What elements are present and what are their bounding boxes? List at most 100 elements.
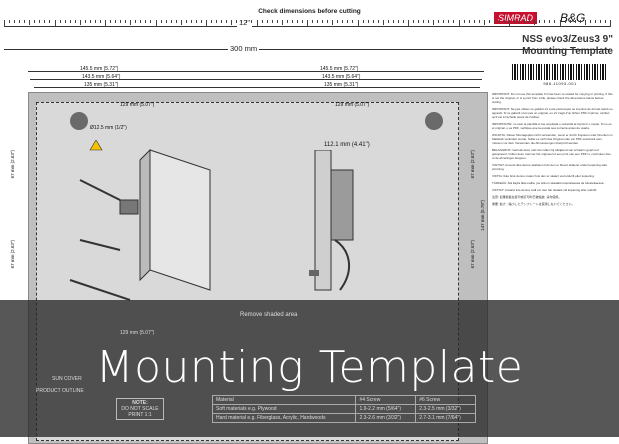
ruler-tick bbox=[115, 20, 117, 23]
ruler-tick bbox=[195, 20, 197, 23]
ruler-tick bbox=[397, 20, 399, 23]
ruler-tick bbox=[69, 20, 71, 23]
ruler-tick bbox=[74, 20, 76, 23]
ruler-tick bbox=[529, 20, 531, 23]
ruler-tick bbox=[539, 20, 541, 23]
ruler-tick bbox=[443, 20, 445, 23]
ruler-tick bbox=[478, 20, 480, 23]
note-1: IMPORTANT: Ne pas utiliser ce gabarit s'… bbox=[492, 107, 613, 119]
table-cell: 2.3-2.6 mm (3/32") bbox=[355, 413, 417, 423]
mm-ruler-label: 300 mm bbox=[228, 44, 260, 53]
ruler-tick bbox=[9, 20, 11, 23]
ruler-tick bbox=[59, 20, 61, 23]
table-row: Soft materials e.g. Plywood 1.9-2.2 mm (… bbox=[211, 404, 476, 414]
ruler-tick bbox=[165, 20, 167, 23]
check-dimensions-title: Check dimensions before cutting bbox=[258, 8, 361, 15]
ruler-tick bbox=[392, 20, 394, 23]
table-cell: 2.7-3.1 mm (7/64") bbox=[415, 413, 476, 423]
hole-diameter: Ø12.5 mm (1/2") bbox=[90, 125, 127, 131]
ruler-tick bbox=[105, 20, 106, 27]
ruler-tick bbox=[574, 20, 576, 23]
product-title-line1: NSS evo3/Zeus3 9" bbox=[522, 34, 613, 45]
ruler-tick bbox=[150, 20, 152, 23]
ruler-tick bbox=[579, 20, 581, 23]
ruler-tick bbox=[372, 20, 374, 23]
ruler-tick bbox=[584, 20, 586, 25]
width-dim-2: 143.5 mm (5.64") bbox=[82, 74, 121, 80]
ruler-tick bbox=[610, 20, 611, 27]
ruler-tick bbox=[89, 20, 91, 23]
table-header-6-screw: #6 Screw bbox=[415, 395, 476, 405]
note-box: NOTE: DO NOT SCALE PRINT 1:1 bbox=[116, 398, 164, 420]
ruler-tick bbox=[509, 20, 510, 27]
ruler-tick bbox=[604, 20, 606, 23]
ruler-tick bbox=[534, 20, 536, 25]
ruler-tick bbox=[24, 20, 26, 23]
ruler-tick bbox=[337, 20, 339, 23]
ruler-tick bbox=[216, 20, 218, 23]
ruler-tick bbox=[387, 20, 389, 23]
product-outline-label: PRODUCT OUTLINE bbox=[36, 388, 84, 394]
ruler-tick bbox=[135, 20, 137, 23]
ruler-tick bbox=[4, 20, 5, 27]
width-dim-3: 135 mm (5.31") bbox=[84, 82, 119, 88]
ruler-tick bbox=[519, 20, 521, 23]
note-box-line2: PRINT 1:1 bbox=[128, 412, 152, 418]
ruler-tick bbox=[231, 20, 233, 25]
ruler-tick bbox=[377, 20, 379, 23]
ruler-tick bbox=[589, 20, 591, 23]
ruler-tick bbox=[99, 20, 101, 23]
ruler-tick bbox=[599, 20, 601, 23]
ruler-tick bbox=[140, 20, 142, 23]
ruler-tick bbox=[34, 20, 36, 23]
inner-dim-right: 129 mm (5.07") bbox=[335, 102, 370, 108]
table-cell: 2.3-2.5 mm (3/32") bbox=[415, 404, 476, 414]
ruler-tick bbox=[286, 20, 288, 23]
ruler-tick bbox=[594, 20, 596, 23]
ruler-tick bbox=[19, 20, 21, 23]
ruler-tick bbox=[423, 20, 425, 23]
note-4: BELANGRIJK: Gebruik deze mal niet indien… bbox=[492, 148, 611, 160]
ruler-tick bbox=[94, 20, 96, 23]
ruler-tick bbox=[342, 20, 344, 23]
table-cell: Soft materials e.g. Plywood bbox=[211, 404, 357, 414]
ruler-tick bbox=[261, 20, 263, 23]
device-side-illustration bbox=[309, 150, 354, 291]
table-header-material: Material bbox=[211, 395, 357, 405]
ruler-tick bbox=[473, 20, 475, 23]
ruler-tick bbox=[564, 20, 566, 23]
ruler-tick bbox=[54, 20, 56, 27]
ruler-tick bbox=[493, 20, 495, 23]
ruler-tick bbox=[448, 20, 450, 23]
ruler-tick bbox=[569, 20, 571, 23]
ruler-tick bbox=[524, 20, 526, 23]
ruler-tick bbox=[549, 20, 551, 23]
ruler-tick bbox=[145, 20, 147, 23]
ruler-tick bbox=[246, 20, 248, 23]
mm-ruler bbox=[4, 49, 610, 50]
ruler-tick bbox=[544, 20, 546, 23]
depth-dim: 112.1 mm (4.41") bbox=[324, 142, 370, 148]
ruler-tick bbox=[408, 20, 409, 27]
ruler-tick bbox=[332, 20, 334, 25]
ruler-tick bbox=[185, 20, 187, 23]
ruler-tick bbox=[256, 20, 258, 27]
screw-table: Material #4 Screw #6 Screw Soft material… bbox=[211, 395, 476, 423]
remove-shaded-area-label: Remove shaded area bbox=[240, 312, 298, 318]
ruler-tick bbox=[428, 20, 430, 23]
width-dim-line-1 bbox=[28, 71, 484, 72]
table-row: Hard material e.g. Fiberglass, Acrylic, … bbox=[211, 413, 476, 423]
device-exploded-illustration bbox=[69, 140, 211, 301]
ruler-tick bbox=[120, 20, 122, 23]
sun-cover-label: SUN COVER bbox=[52, 376, 82, 382]
ruler-tick bbox=[357, 20, 359, 27]
ruler-tick bbox=[266, 20, 268, 23]
note-3: WICHTIG: Dieser Montageplan nicht verwen… bbox=[492, 133, 613, 145]
ruler-tick bbox=[438, 20, 440, 23]
ruler-tick bbox=[271, 20, 273, 23]
inner-dim-left: 129 mm (5.07") bbox=[120, 102, 155, 108]
mounting-hole-top-right bbox=[425, 112, 443, 130]
ruler-tick bbox=[402, 20, 404, 23]
ruler-tick bbox=[130, 20, 132, 25]
ruler-tick bbox=[226, 20, 228, 23]
